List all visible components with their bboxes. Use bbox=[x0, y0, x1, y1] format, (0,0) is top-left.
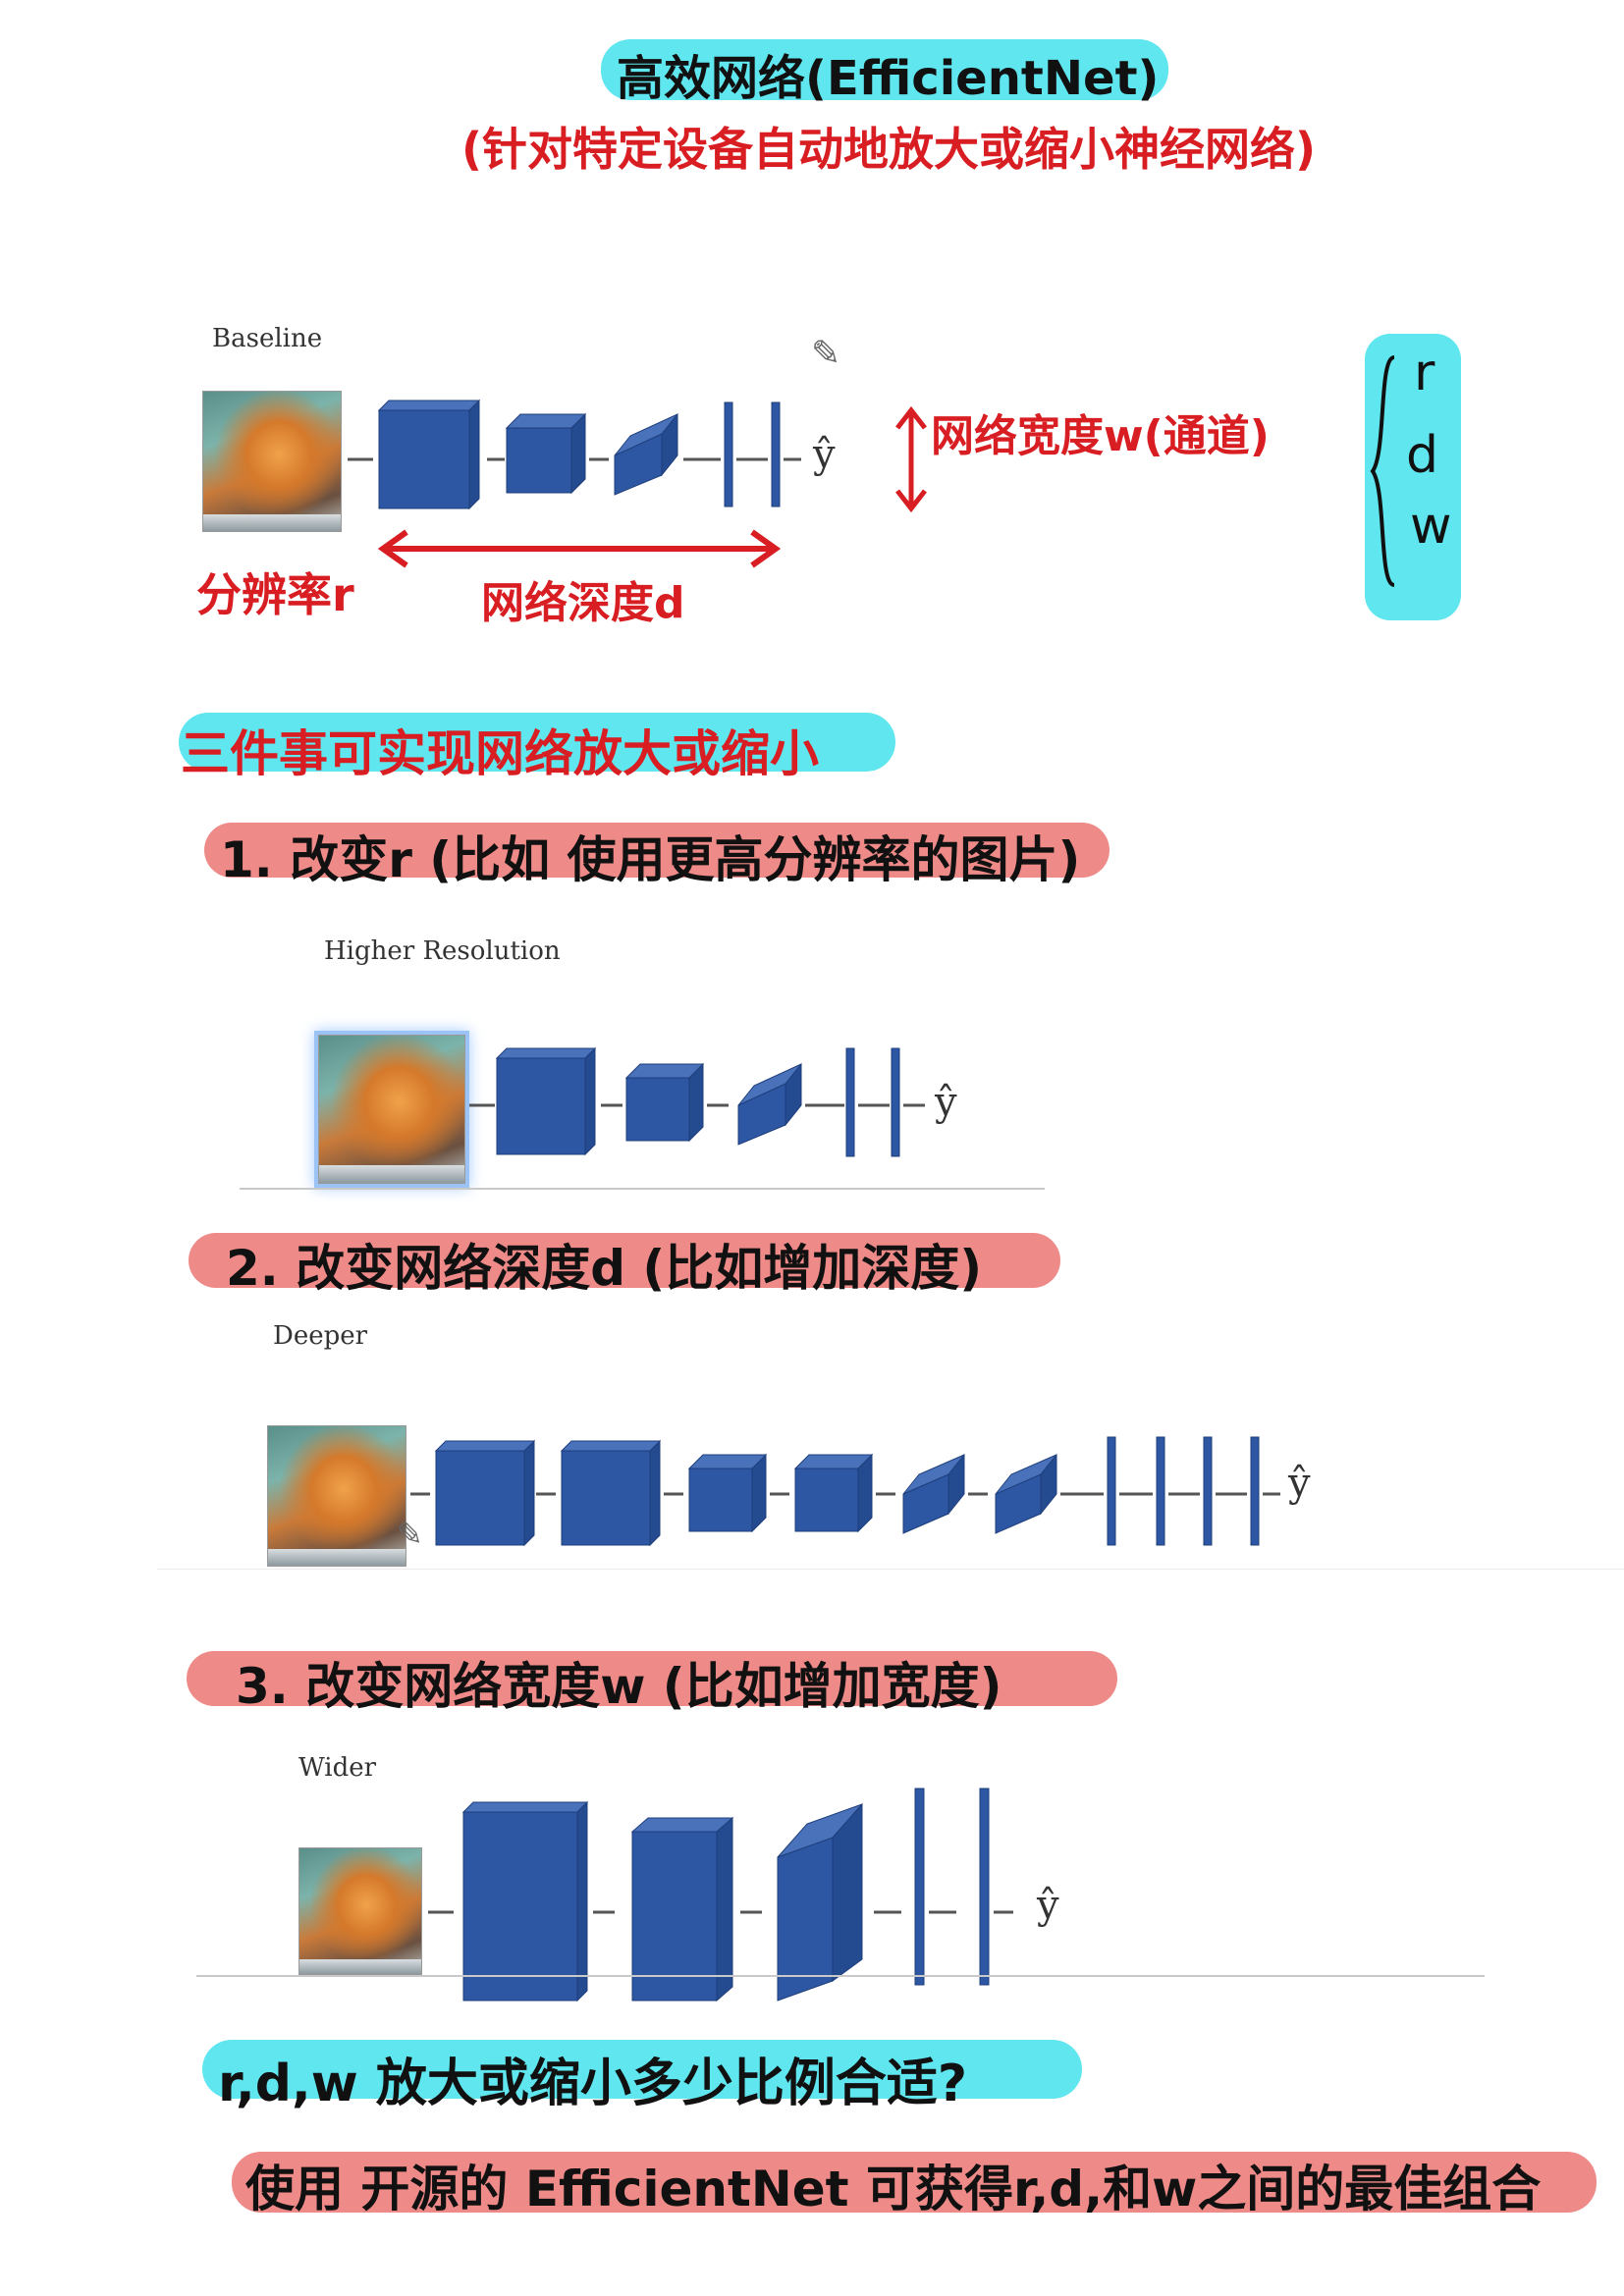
pencil-icon-2: ✎ bbox=[397, 1516, 423, 1553]
section-separator bbox=[157, 1569, 1624, 1570]
brace-item-d: d bbox=[1406, 426, 1439, 485]
deeper-network bbox=[410, 1436, 1280, 1547]
step2-heading: 2. 改变网络深度d (比如增加深度) bbox=[226, 1240, 983, 1297]
step2-label: Deeper bbox=[273, 1321, 368, 1351]
step1-label: Higher Resolution bbox=[324, 936, 561, 966]
step3-output: ŷ bbox=[1037, 1883, 1059, 1928]
double-arrow-icon bbox=[377, 529, 782, 568]
brace-icon bbox=[1370, 355, 1395, 587]
resolution-note: 分辨率r bbox=[196, 568, 354, 621]
page-title: 高效网络(EfficientNet) bbox=[617, 51, 1160, 106]
step2-highlight bbox=[189, 1233, 1060, 1288]
intro-text: 三件事可实现网络放大或缩小 bbox=[181, 725, 819, 782]
step2-output: ŷ bbox=[1288, 1461, 1311, 1506]
cat-image-higher-resolution bbox=[318, 1035, 465, 1184]
cat-image-baseline bbox=[202, 391, 342, 532]
answer-text: 使用 开源的 EfficientNet 可获得r,d,和w之间的最佳组合 bbox=[245, 2161, 1542, 2217]
vertical-arrow-icon bbox=[895, 405, 927, 513]
question-highlight bbox=[202, 2040, 1082, 2099]
step1-highlight bbox=[204, 823, 1110, 878]
brace-item-r: r bbox=[1414, 344, 1435, 402]
step3-label: Wider bbox=[298, 1753, 377, 1783]
wider-network bbox=[428, 1788, 1013, 2002]
step1-heading: 1. 改变r (比如 使用更高分辨率的图片) bbox=[220, 831, 1081, 888]
intro-highlight bbox=[179, 713, 895, 772]
baseline-output: ŷ bbox=[813, 432, 836, 477]
baseline-label: Baseline bbox=[212, 324, 323, 353]
cat-image-wider bbox=[298, 1847, 422, 1975]
step3-rule bbox=[196, 1975, 1485, 1977]
answer-highlight bbox=[232, 2152, 1597, 2213]
question-text: r,d,w 放大或缩小多少比例合适? bbox=[218, 2055, 968, 2113]
brace-item-w: w bbox=[1410, 497, 1452, 556]
cat-image-deeper bbox=[267, 1425, 406, 1567]
depth-note: 网络深度d bbox=[481, 578, 685, 628]
baseline-network bbox=[348, 399, 801, 510]
brace-highlight bbox=[1365, 334, 1461, 620]
page-subtitle: (针对特定设备自动地放大或缩小神经网络) bbox=[461, 123, 1317, 176]
pencil-icon: ✎ bbox=[811, 334, 841, 374]
higher-resolution-network bbox=[469, 1046, 925, 1157]
step3-highlight bbox=[187, 1651, 1117, 1706]
step1-rule bbox=[240, 1188, 1045, 1190]
step3-heading: 3. 改变网络宽度w (比如增加宽度) bbox=[236, 1658, 1002, 1715]
width-note: 网络宽度w(通道) bbox=[931, 411, 1270, 461]
step1-output: ŷ bbox=[935, 1080, 957, 1125]
title-highlight bbox=[601, 39, 1168, 100]
